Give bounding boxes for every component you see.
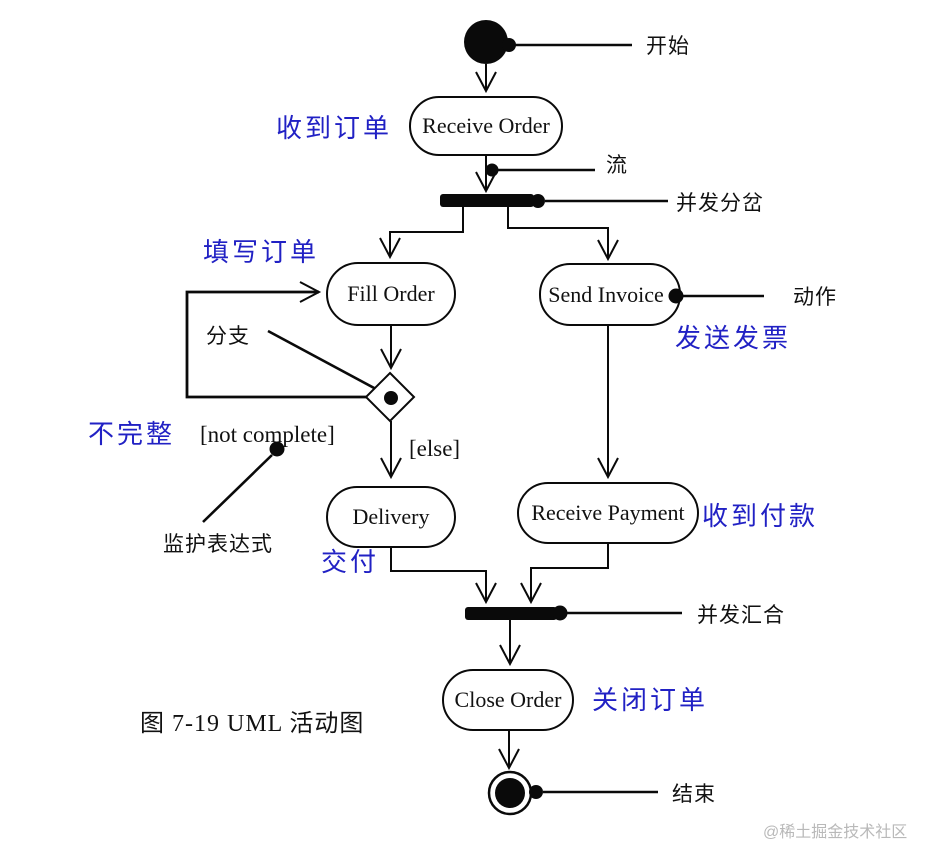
receive-order-label: Receive Order: [422, 113, 550, 138]
start-callout-label: 开始: [646, 34, 690, 58]
fork-bar: [440, 194, 534, 207]
receive-order-annotation: 收到订单: [276, 114, 392, 143]
edge-fork-to-send-invoice: [507, 207, 619, 262]
flow-callout-dot: [485, 163, 499, 177]
action-callout-dot: [668, 288, 684, 304]
receive-payment-annotation: 收到付款: [702, 502, 818, 531]
guard-else-label: [else]: [409, 436, 460, 461]
guard-callout-label: 监护表达式: [163, 532, 273, 556]
fill-order-annotation: 填写订单: [203, 238, 319, 267]
guard-callout-dot: [269, 441, 285, 457]
branch-callout-label: 分支: [206, 324, 250, 348]
branch-callout-line: [267, 329, 390, 398]
watermark-text: @稀土掘金技术社区: [763, 823, 907, 841]
end-callout-dot: [529, 785, 543, 799]
fork-callout-dot: [531, 194, 545, 208]
fill-order-label: Fill Order: [347, 281, 435, 306]
figure-caption: 图 7-19 UML 活动图: [140, 710, 364, 737]
send-invoice-annotation: 发送发票: [675, 324, 791, 353]
close-order-label: Close Order: [455, 687, 563, 712]
join-callout-dot: [552, 605, 568, 621]
delivery-label: Delivery: [353, 504, 430, 529]
edge-delivery-to-join: [390, 547, 497, 605]
guard-not-complete-label: [not complete]: [200, 422, 335, 447]
fork-callout-label: 并发分岔: [676, 191, 764, 215]
receive-payment-label: Receive Payment: [531, 500, 684, 525]
guard-callout-line: [202, 454, 273, 523]
end-callout-label: 结束: [672, 782, 716, 806]
start-node-initial-state: [464, 20, 508, 64]
edge-branch-loop-to-fill-order: [185, 281, 367, 399]
start-callout-dot: [502, 38, 516, 52]
action-callout-label: 动作: [793, 285, 837, 309]
send-invoice-label: Send Invoice: [548, 282, 663, 307]
flow-callout-label: 流: [606, 153, 628, 177]
edge-receive-payment-to-join: [520, 543, 609, 605]
delivery-annotation: 交付: [321, 548, 379, 577]
join-bar: [465, 607, 557, 620]
edge-fork-to-fill-order: [379, 207, 464, 260]
guard-annotation: 不完整: [88, 420, 175, 449]
branch-callout-dot: [384, 391, 398, 405]
close-order-annotation: 关闭订单: [592, 686, 708, 715]
join-callout-label: 并发汇合: [697, 603, 785, 627]
end-node-final-state: [495, 778, 525, 808]
